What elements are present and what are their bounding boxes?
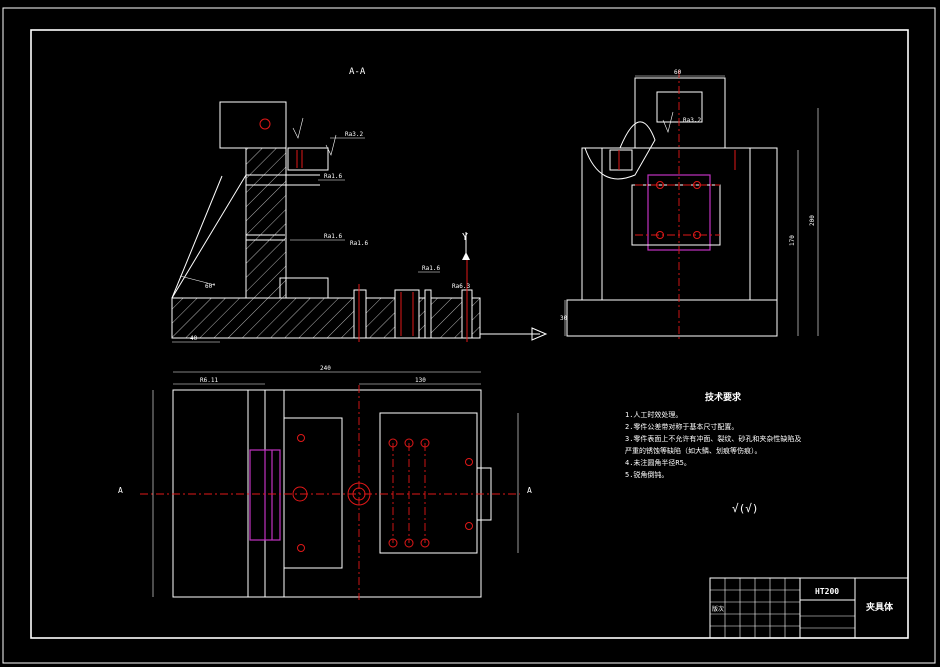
boss xyxy=(287,147,329,171)
tech-req-item-2: 2.零件公差带对称于基本尺寸配置。 xyxy=(625,422,738,431)
section-view-aa: A-A 40 60° xyxy=(171,67,548,343)
title-block: HT200 夹具体 版次 xyxy=(709,577,909,639)
front-view: 60 170 200 30 Ra3.2 xyxy=(560,69,819,340)
tech-req-item-1: 1.人工时效处理。 xyxy=(625,410,682,419)
upper-block xyxy=(219,101,287,149)
dim-top-right: 130 xyxy=(415,377,426,384)
dim-base-left: 40 xyxy=(190,335,198,342)
outer-border xyxy=(2,7,936,664)
view-arrow-label: Y xyxy=(462,232,468,243)
svg-text:Ra3.2: Ra3.2 xyxy=(683,117,701,124)
dim-top-overall: 240 xyxy=(320,365,331,372)
svg-text:Ra1.6: Ra1.6 xyxy=(324,233,342,240)
material-label: HT200 xyxy=(815,587,839,596)
top-view: 240 130 R6.11 A A xyxy=(118,365,532,600)
svg-text:Ra3.2: Ra3.2 xyxy=(345,131,363,138)
tech-req-item-4: 严重的锈蚀等缺陷（如大鳞、划痕等伤痕）。 xyxy=(625,446,762,455)
tech-req-item-6: 5.锐角倒钝。 xyxy=(625,470,668,479)
title-block-revision: 版次 xyxy=(712,605,724,613)
inner-frame xyxy=(30,29,909,639)
dim-front-width: 60 xyxy=(674,69,682,76)
cut-label-right: A xyxy=(527,486,532,495)
dim-front-base: 30 xyxy=(560,315,568,322)
technical-requirements: 技术要求 1.人工时效处理。 2.零件公差带对称于基本尺寸配置。 3.零件表面上… xyxy=(625,391,801,515)
roughness-symbol: √(√) xyxy=(732,502,759,515)
tech-req-item-5: 4.未注圆角半径R5。 xyxy=(625,458,691,467)
svg-text:Ra6.3: Ra6.3 xyxy=(452,283,470,290)
dim-front-overall: 200 xyxy=(809,215,816,226)
part-name: 夹具体 xyxy=(866,601,894,613)
dim-front-height: 170 xyxy=(789,235,796,246)
svg-text:Ra1.6: Ra1.6 xyxy=(324,173,342,180)
base-section xyxy=(171,297,481,339)
cut-label-left: A xyxy=(118,486,123,495)
svg-text:Ra1.6: Ra1.6 xyxy=(350,240,368,247)
tech-req-item-3: 3.零件表面上不允许有冲面、裂纹、砂孔和夹杂性缺陷及 xyxy=(625,434,801,443)
svg-text:Ra1.6: Ra1.6 xyxy=(422,265,440,272)
roughness-callouts: Ra3.2 Ra1.6 Ra1.6 Ra1.6 Ra6.3 Ra1.6 xyxy=(290,117,470,290)
tech-req-title: 技术要求 xyxy=(705,391,742,403)
dim-top-left: R6.11 xyxy=(200,377,218,384)
pin-hole xyxy=(259,118,271,130)
body-section xyxy=(245,147,287,299)
hole-pattern xyxy=(388,438,492,548)
section-label: A-A xyxy=(349,67,366,77)
dim-angle: 60° xyxy=(205,283,216,290)
